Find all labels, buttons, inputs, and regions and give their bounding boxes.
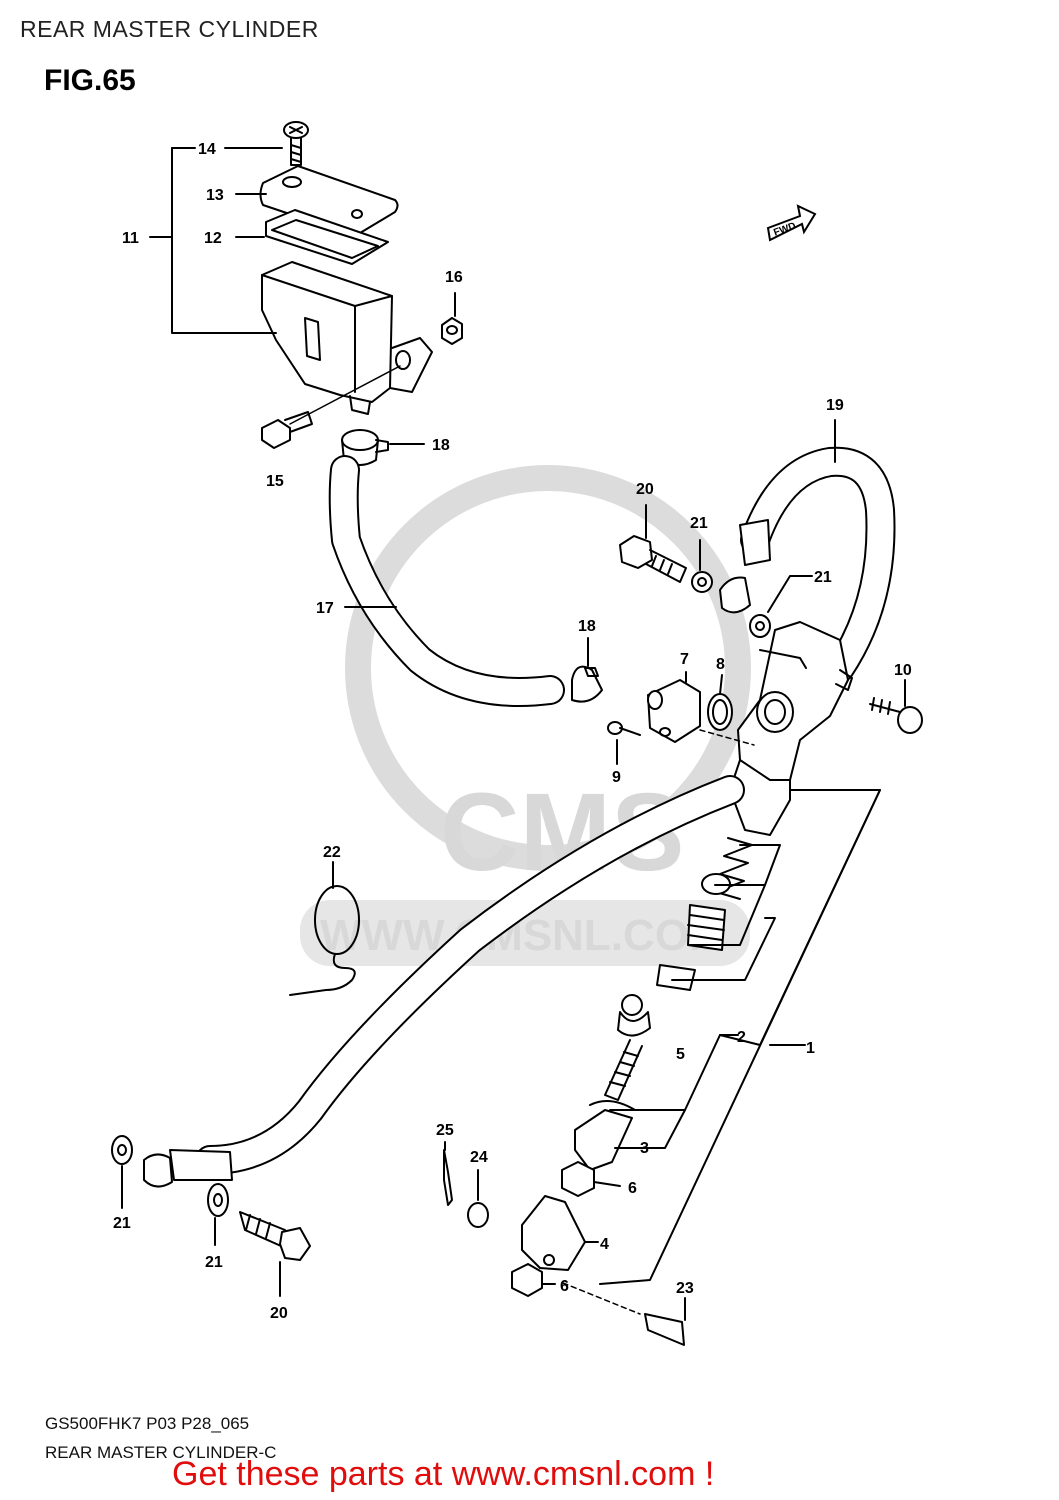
part-cup-lower <box>656 964 696 991</box>
watermark-ring <box>345 465 751 871</box>
part-label: 25 <box>436 1122 454 1139</box>
part-label: 4 <box>600 1236 609 1253</box>
part-20-bolt-lower <box>239 1211 311 1297</box>
part-6-nut-upper <box>561 1161 595 1197</box>
part-label: 18 <box>578 618 596 635</box>
part-label: 21 <box>113 1215 131 1232</box>
part-13-cap <box>259 165 399 237</box>
part-21-washer-b <box>749 614 771 638</box>
part-label: 11 <box>122 230 139 247</box>
part-label: 10 <box>894 662 912 679</box>
part-label: 21 <box>205 1254 223 1271</box>
part-label: 17 <box>316 600 334 617</box>
part-label: 13 <box>206 187 224 204</box>
part-label: 12 <box>204 230 222 247</box>
part-21-washer-c <box>111 1135 133 1165</box>
part-label: 23 <box>676 1280 694 1297</box>
part-18-clamp-lower <box>571 637 603 703</box>
watermark: CMS WWW.CMSNL.COM <box>300 465 751 966</box>
part-21-washer-a <box>691 571 713 593</box>
part-6-nut-lower <box>511 1263 543 1297</box>
part-label: 6 <box>628 1180 637 1197</box>
part-label: 14 <box>198 141 216 158</box>
bracket-part-1 <box>599 789 881 1285</box>
part-3-boot <box>574 1109 633 1171</box>
part-21-washer-d <box>207 1183 229 1217</box>
part-label: 21 <box>690 515 708 532</box>
part-24-washer <box>467 1202 489 1228</box>
fwd-arrow: FWD <box>766 204 817 242</box>
part-11-reservoir <box>261 261 433 415</box>
part-10-bolt <box>869 679 923 734</box>
page-title: REAR MASTER CYLINDER <box>20 16 319 42</box>
figure-number: FIG.65 <box>44 64 136 97</box>
part-label: 8 <box>716 656 725 673</box>
part-label: 7 <box>680 651 689 668</box>
part-label: 2 <box>737 1029 746 1046</box>
part-label: 15 <box>266 473 284 490</box>
part-label: 24 <box>470 1149 488 1166</box>
part-label: 1 <box>806 1040 815 1057</box>
part-label: 22 <box>323 844 341 861</box>
part-22-clip <box>289 861 360 996</box>
part-label: 5 <box>676 1046 685 1063</box>
part-label: 16 <box>445 269 463 286</box>
part-20-bolt-top <box>619 504 687 583</box>
part-12-diaphragm <box>265 209 389 265</box>
part-14-screw <box>283 121 309 166</box>
part-label: 19 <box>826 397 844 414</box>
part-7-union <box>647 671 755 746</box>
part-16-nut <box>441 292 463 345</box>
part-labels: 14 13 12 11 16 15 18 19 20 21 21 17 18 7… <box>113 141 912 1322</box>
diagram-caption: REAR MASTER CYLINDER-C <box>45 1443 277 1462</box>
part-25-cotter-pin <box>443 1149 453 1206</box>
part-label: 3 <box>640 1140 649 1157</box>
part-23-pin <box>562 1282 686 1346</box>
part-label: 6 <box>560 1278 569 1295</box>
watermark-band <box>300 900 750 966</box>
fwd-label: FWD <box>772 221 797 239</box>
part-label: 20 <box>636 481 654 498</box>
part-9-screw <box>607 721 641 765</box>
model-code: GS500FHK7 P03 P28_065 <box>45 1414 250 1433</box>
part-label: 20 <box>270 1305 288 1322</box>
part-label: 21 <box>814 569 832 586</box>
part-label: 9 <box>612 769 621 786</box>
part-label: 18 <box>432 437 450 454</box>
promo-link[interactable]: Get these parts at www.cmsnl.com ! <box>172 1455 715 1493</box>
part-11-bracket <box>171 147 277 334</box>
part-18-clamp-top <box>341 429 425 466</box>
part-19-banjo <box>719 576 751 614</box>
part-15-bolt <box>261 365 401 449</box>
part-1-master-cylinder <box>729 621 853 836</box>
part-5-pushrod <box>604 994 651 1101</box>
part-4-clevis <box>521 1195 599 1271</box>
part-1-fitting <box>169 1149 233 1181</box>
